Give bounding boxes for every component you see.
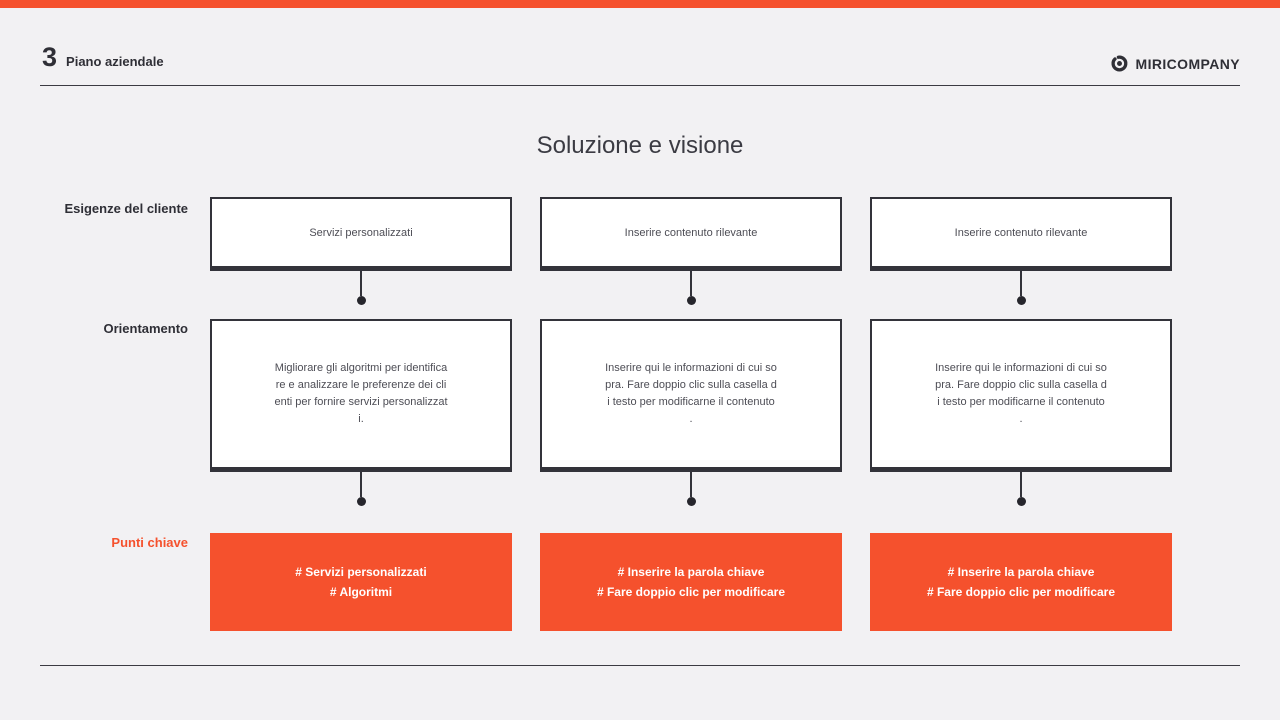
orientation-text-line: i testo per modificarne il contenuto — [607, 396, 775, 408]
connector — [210, 472, 512, 533]
orientation-text-line: Inserire qui le informazioni di cui so — [935, 362, 1107, 374]
customer-need-text: Servizi personalizzati — [309, 226, 413, 239]
swirl-rotate-icon — [1110, 54, 1129, 73]
connector-dot — [1016, 296, 1026, 305]
diagram-column: Servizi personalizzati Migliorare gli al… — [210, 197, 512, 631]
key-points-box[interactable]: # Servizi personalizzati # Algoritmi — [210, 533, 512, 631]
orientation-box[interactable]: Migliorare gli algoritmi per identifica … — [210, 319, 512, 472]
diagram-column: Inserire contenuto rilevante Inserire qu… — [540, 197, 842, 631]
brand-lockup: MIRICOMPANY — [1110, 54, 1240, 73]
connector-dot — [356, 296, 366, 305]
orientation-text-line: enti per fornire servizi personalizzat — [274, 396, 448, 408]
connector — [210, 271, 512, 319]
connector-line — [690, 271, 692, 296]
customer-need-text: Inserire contenuto rilevante — [954, 226, 1088, 239]
orientation-text-line: pra. Fare doppio clic sulla casella d — [935, 379, 1107, 391]
header-divider — [40, 85, 1240, 86]
top-accent-bar — [0, 0, 1280, 8]
customer-need-box[interactable]: Inserire contenuto rilevante — [540, 197, 842, 271]
brand-name: MIRICOMPANY — [1135, 55, 1240, 72]
slide-title: Soluzione e visione — [536, 132, 744, 159]
connector-dot — [686, 296, 696, 305]
connector-line — [1020, 271, 1022, 296]
key-point-line: # Inserire la parola chiave — [617, 565, 765, 579]
orientation-text-line: i. — [358, 413, 364, 425]
orientation-text-line: pra. Fare doppio clic sulla casella d — [605, 379, 777, 391]
key-point-line: # Servizi personalizzati — [295, 565, 427, 579]
connector — [540, 472, 842, 533]
customer-need-text: Inserire contenuto rilevante — [624, 226, 758, 239]
connector — [540, 271, 842, 319]
connector-dot — [686, 497, 696, 506]
key-points-box[interactable]: # Inserire la parola chiave # Fare doppi… — [540, 533, 842, 631]
orientation-text-line: i testo per modificarne il contenuto — [937, 396, 1105, 408]
orientation-text-line: . — [1019, 413, 1023, 425]
orientation-box[interactable]: Inserire qui le informazioni di cui so p… — [870, 319, 1172, 472]
key-point-line: # Inserire la parola chiave — [947, 565, 1095, 579]
row-label-key-points: Punti chiave — [111, 535, 188, 550]
key-points-box[interactable]: # Inserire la parola chiave # Fare doppi… — [870, 533, 1172, 631]
diagram-column: Inserire contenuto rilevante Inserire qu… — [870, 197, 1172, 631]
customer-need-box[interactable]: Servizi personalizzati — [210, 197, 512, 271]
orientation-text-line: Inserire qui le informazioni di cui so — [605, 362, 777, 374]
key-point-line: # Fare doppio clic per modificare — [596, 585, 786, 599]
orientation-text-line: . — [689, 413, 693, 425]
connector — [870, 472, 1172, 533]
connector-line — [1020, 472, 1022, 497]
slide-section-label: Piano aziendale — [66, 54, 164, 69]
connector-dot — [356, 497, 366, 506]
orientation-text-line: Migliorare gli algoritmi per identifica — [274, 362, 448, 374]
orientation-text-line: re e analizzare le preferenze dei cli — [275, 379, 447, 391]
connector-line — [690, 472, 692, 497]
connector — [870, 271, 1172, 319]
connector-line — [360, 472, 362, 497]
key-point-line: # Fare doppio clic per modificare — [926, 585, 1116, 599]
slide-number: 3 — [42, 42, 58, 72]
connector-dot — [1016, 497, 1026, 506]
customer-need-box[interactable]: Inserire contenuto rilevante — [870, 197, 1172, 271]
connector-line — [360, 271, 362, 296]
row-label-customer-needs: Esigenze del cliente — [64, 201, 188, 216]
row-label-orientation: Orientamento — [103, 321, 188, 336]
header-left: 3 Piano aziendale — [42, 42, 164, 73]
key-point-line: # Algoritmi — [329, 585, 393, 599]
orientation-box[interactable]: Inserire qui le informazioni di cui so p… — [540, 319, 842, 472]
footer-divider — [40, 665, 1240, 666]
